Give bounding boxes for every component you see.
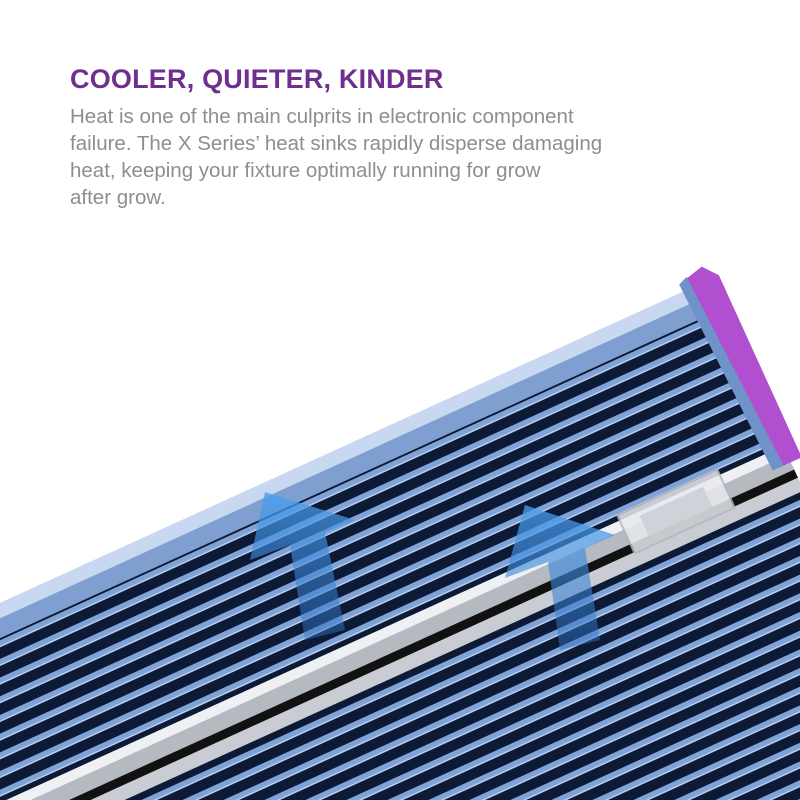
purple-endcap	[685, 266, 800, 467]
lower-rail	[90, 477, 800, 800]
black-gasket	[69, 469, 798, 800]
endcap-edge	[679, 276, 784, 471]
heatsink-top-edge-shade	[0, 293, 722, 639]
heatsink-fins	[0, 309, 784, 800]
heatsink-lower-fins	[124, 492, 800, 800]
headline: COOLER, QUIETER, KINDER	[70, 64, 444, 94]
description-line: failure. The X Series’ heat sinks rapidl…	[70, 132, 603, 155]
heatsink-top-edge	[0, 280, 714, 619]
aluminum-rail-shade	[30, 455, 795, 800]
description-line: heat, keeping your fixture optimally run…	[70, 159, 541, 182]
clip-bracket-inner	[639, 486, 713, 536]
heatsink-body	[0, 266, 800, 800]
airflow-arrow-left-icon	[250, 492, 355, 640]
description-line: after grow.	[70, 186, 166, 209]
description: Heat is one of the main culprits in elec…	[70, 103, 602, 211]
description-line: Heat is one of the main culprits in elec…	[70, 105, 574, 128]
airflow-arrow-right-icon	[505, 505, 615, 650]
